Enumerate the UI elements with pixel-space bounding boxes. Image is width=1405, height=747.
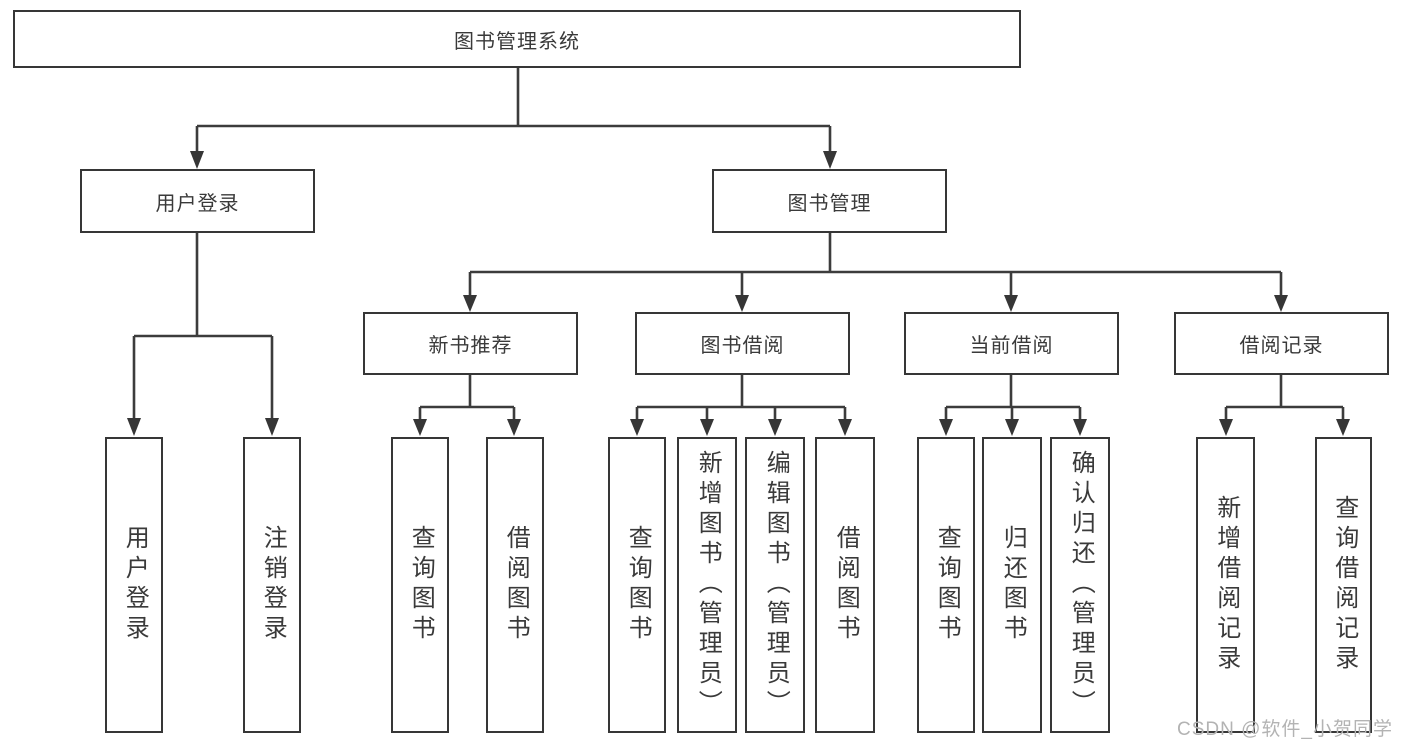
leaf-borrow-books-2: 借阅图书 <box>815 437 875 733</box>
leaf-borrow-books: 借阅图书 <box>486 437 544 733</box>
leaf-label: 查询图书 <box>933 525 961 645</box>
node-library-management-system: 图书管理系统 <box>13 10 1021 68</box>
leaf-edit-book-admin: 编辑图书（管理员） <box>745 437 805 733</box>
leaf-user-login: 用户登录 <box>105 437 163 733</box>
node-new-book-recommend: 新书推荐 <box>363 312 578 375</box>
leaf-label: 用户登录 <box>121 525 149 645</box>
leaf-label: 归还图书 <box>999 525 1027 645</box>
node-label: 图书借阅 <box>700 335 785 357</box>
leaf-add-book-admin: 新增图书（管理员） <box>677 437 737 733</box>
leaf-label: 借阅图书 <box>502 525 530 645</box>
csdn-watermark: CSDN @软件_小贺同学 <box>1177 719 1393 740</box>
leaf-label: 查询借阅记录 <box>1330 495 1358 675</box>
node-label: 图书管理系统 <box>454 30 580 53</box>
leaf-label: 确认归还（管理员） <box>1067 450 1095 720</box>
leaf-confirm-return-admin: 确认归还（管理员） <box>1050 437 1110 733</box>
leaf-logout: 注销登录 <box>243 437 301 733</box>
node-book-borrow: 图书借阅 <box>635 312 850 375</box>
leaf-label: 查询图书 <box>407 525 435 645</box>
leaf-label: 新增借阅记录 <box>1212 495 1240 675</box>
node-borrow-records: 借阅记录 <box>1174 312 1389 375</box>
node-label: 新书推荐 <box>428 335 513 357</box>
leaf-query-books: 查询图书 <box>391 437 449 733</box>
leaf-label: 借阅图书 <box>832 525 860 645</box>
node-current-borrow: 当前借阅 <box>904 312 1119 375</box>
node-label: 图书管理 <box>787 192 872 215</box>
leaf-label: 编辑图书（管理员） <box>762 450 790 720</box>
leaf-label: 新增图书（管理员） <box>694 450 722 720</box>
leaf-label: 查询图书 <box>624 525 652 645</box>
node-label: 用户登录 <box>155 192 240 215</box>
leaf-query-books-2: 查询图书 <box>608 437 666 733</box>
node-book-management: 图书管理 <box>712 169 947 233</box>
leaf-label: 注销登录 <box>259 525 287 645</box>
leaf-add-borrow-record: 新增借阅记录 <box>1196 437 1255 733</box>
node-label: 借阅记录 <box>1239 335 1324 357</box>
leaf-query-books-3: 查询图书 <box>917 437 975 733</box>
node-user-login: 用户登录 <box>80 169 315 233</box>
node-label: 当前借阅 <box>969 335 1054 357</box>
leaf-query-borrow-record: 查询借阅记录 <box>1315 437 1372 733</box>
leaf-return-book: 归还图书 <box>982 437 1042 733</box>
